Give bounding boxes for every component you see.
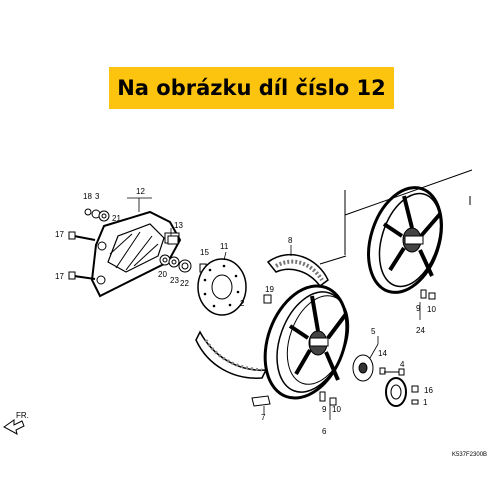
callout-23: 23: [170, 276, 179, 285]
callout-6: 6: [322, 427, 327, 436]
oil-seal-21: [98, 210, 110, 222]
hub-flange-5: [352, 354, 374, 382]
callout-22: 22: [180, 279, 189, 288]
bolt-17-upper: [68, 231, 96, 241]
callout-1: 1: [423, 398, 428, 407]
callout-18: 18: [83, 192, 92, 201]
callout-10-upper: 10: [427, 305, 436, 314]
callout-5: 5: [371, 327, 376, 336]
callout-17-lower: 17: [55, 272, 64, 281]
nut-16: [411, 385, 419, 393]
callout-14: 14: [378, 349, 387, 358]
callout-12: 12: [136, 187, 145, 196]
callout-20: 20: [158, 270, 167, 279]
bolt-4: [384, 368, 405, 376]
washer-1: [411, 399, 419, 405]
rear-wheel-reference: [367, 186, 443, 294]
callout-4: 4: [400, 360, 405, 369]
bolt-17-lower: [68, 271, 96, 280]
callout-21: 21: [112, 214, 121, 223]
callout-16: 16: [424, 386, 433, 395]
callout-9-lower: 9: [322, 405, 327, 414]
callout-19: 19: [265, 285, 274, 294]
collar-22: [178, 259, 192, 273]
callout-8: 8: [288, 236, 293, 245]
callout-9-upper: 9: [416, 304, 421, 313]
callout-numbers: 18 3 21 12 13 17 17 15 11 8 20 23 22 19 …: [55, 187, 436, 436]
bolt-14: [379, 367, 386, 375]
banner-text: Na obrázku díl číslo 12: [117, 76, 386, 100]
callout-2: 2: [240, 299, 245, 308]
rear-wheel: [263, 284, 350, 400]
front-direction-arrow: FR.: [3, 411, 29, 435]
front-arrow-label: FR.: [16, 411, 29, 420]
callout-13: 13: [174, 221, 183, 230]
bearing-23: [168, 256, 180, 268]
callout-7: 7: [261, 413, 266, 422]
part-number-banner: Na obrázku díl číslo 12: [109, 67, 394, 109]
spacer-13: [167, 235, 179, 245]
callout-17-upper: 17: [55, 230, 64, 239]
bolt-19: [263, 294, 272, 304]
callout-24: 24: [416, 326, 425, 335]
leader-lines: [127, 197, 421, 420]
brake-disc-11: [197, 258, 247, 316]
washer-18: [84, 208, 92, 216]
final-driven-flange: [385, 377, 407, 407]
valve-assembly-upper: [420, 289, 436, 300]
callout-15: 15: [200, 248, 209, 257]
splash-guard: [195, 330, 268, 379]
callout-11: 11: [220, 242, 229, 251]
valve-assembly-lower: [319, 391, 337, 406]
diagram-code: K537F2300B: [452, 452, 487, 458]
bearing-20: [159, 254, 171, 266]
callout-3: 3: [95, 192, 100, 201]
section-divider: [319, 169, 473, 265]
inner-fender-8: [266, 253, 329, 288]
swingarm-part-12: [90, 210, 182, 298]
callout-10-lower: 10: [332, 405, 341, 414]
balance-weight-7: [251, 395, 271, 407]
